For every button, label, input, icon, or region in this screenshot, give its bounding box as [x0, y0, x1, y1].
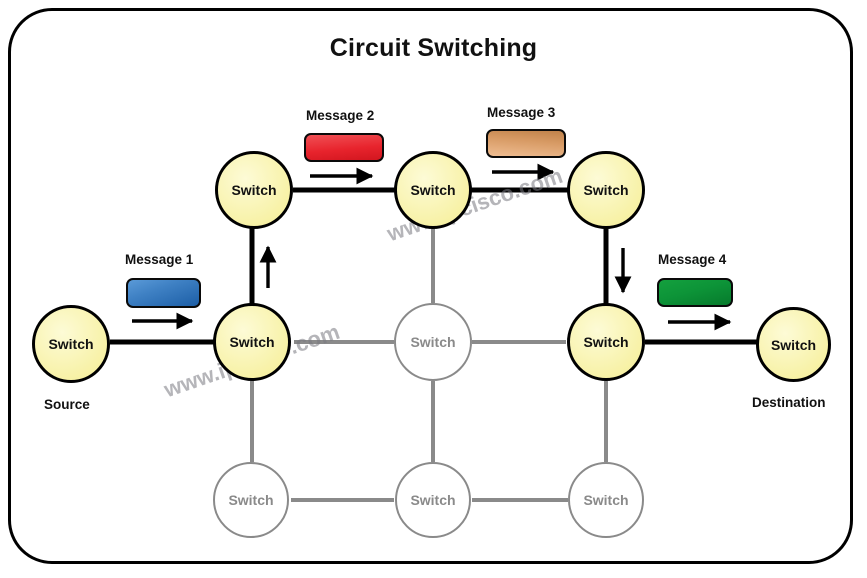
node-grid-r1c3-label: Switch: [583, 182, 629, 198]
node-source[interactable]: Switch: [32, 305, 110, 383]
message-4-box: [657, 278, 733, 307]
node-grid-r1c2[interactable]: Switch: [394, 151, 472, 229]
node-grid-r1c3[interactable]: Switch: [567, 151, 645, 229]
node-grid-r1c1-label: Switch: [231, 182, 277, 198]
node-grid-r2c1-label: Switch: [229, 334, 275, 350]
node-grid-r3c3-label: Switch: [583, 492, 629, 508]
message-2-box: [304, 133, 384, 162]
node-grid-r2c3[interactable]: Switch: [567, 303, 645, 381]
node-grid-r3c1-label: Switch: [228, 492, 274, 508]
node-grid-r2c3-label: Switch: [583, 334, 629, 350]
node-grid-r3c3[interactable]: Switch: [568, 462, 644, 538]
message-3-label: Message 3: [487, 105, 556, 120]
node-grid-r3c2-label: Switch: [410, 492, 456, 508]
message-2-label: Message 2: [306, 108, 375, 123]
node-grid-r3c1[interactable]: Switch: [213, 462, 289, 538]
node-grid-r1c1[interactable]: Switch: [215, 151, 293, 229]
node-destination-label: Switch: [770, 336, 817, 353]
node-destination[interactable]: Switch: [756, 307, 831, 382]
node-grid-r2c2[interactable]: Switch: [394, 303, 472, 381]
node-grid-r2c1[interactable]: Switch: [213, 303, 291, 381]
message-1-label: Message 1: [125, 252, 194, 267]
message-3-box: [486, 129, 566, 158]
node-grid-r2c2-label: Switch: [410, 334, 456, 350]
node-grid-r1c2-label: Switch: [410, 182, 456, 198]
node-grid-r3c2[interactable]: Switch: [395, 462, 471, 538]
page-title: Circuit Switching: [329, 34, 538, 62]
message-4-label: Message 4: [658, 252, 727, 267]
destination-caption: Destination: [752, 395, 826, 410]
node-source-label: Switch: [48, 336, 94, 352]
message-1-box: [126, 278, 201, 308]
source-caption: Source: [44, 397, 90, 412]
